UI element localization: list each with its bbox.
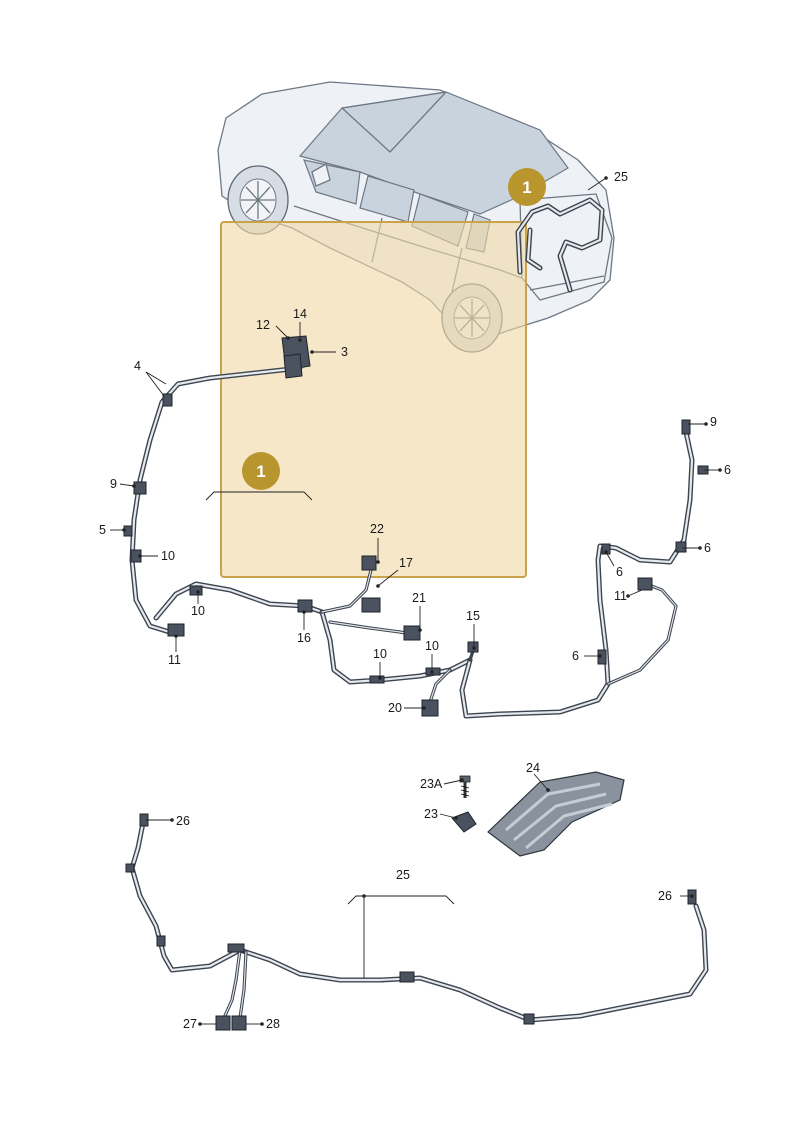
badge-car-label: 1 bbox=[522, 178, 531, 197]
callout-28: 28 bbox=[266, 1017, 280, 1031]
callout-11-left: 11 bbox=[168, 653, 181, 667]
callout-24: 24 bbox=[526, 761, 540, 775]
callout-20: 20 bbox=[388, 701, 402, 715]
highlight-box bbox=[220, 221, 527, 578]
callout-11-right: 11 bbox=[614, 589, 627, 603]
callout-4: 4 bbox=[134, 359, 141, 373]
callout-16: 16 bbox=[297, 631, 311, 645]
callout-3: 3 bbox=[341, 345, 348, 359]
callout-6-c: 6 bbox=[616, 565, 623, 579]
badge-car: 1 bbox=[508, 168, 546, 206]
callouts: 25 14 12 3 4 9 5 10 10 11 22 17 21 16 15… bbox=[99, 170, 731, 1031]
main-harness bbox=[129, 365, 695, 719]
callout-21: 21 bbox=[412, 591, 426, 605]
callout-10-a: 10 bbox=[161, 549, 175, 563]
callout-10-c: 10 bbox=[373, 647, 387, 661]
bottom-harness bbox=[129, 815, 709, 1023]
callout-10-d: 10 bbox=[425, 639, 439, 653]
callout-6-b: 6 bbox=[704, 541, 711, 555]
callout-25-bottom: 25 bbox=[396, 868, 410, 882]
callout-26-left: 26 bbox=[176, 814, 190, 828]
callout-14: 14 bbox=[293, 307, 307, 321]
callout-15: 15 bbox=[466, 609, 480, 623]
screw-part-23A bbox=[459, 775, 471, 798]
callout-9-left: 9 bbox=[110, 477, 117, 491]
badge-main-label: 1 bbox=[256, 462, 265, 481]
callout-23A: 23A bbox=[420, 777, 443, 791]
callout-6-a: 6 bbox=[724, 463, 731, 477]
callout-9-right: 9 bbox=[710, 415, 717, 429]
leader-lines bbox=[110, 176, 722, 1026]
badge-main: 1 bbox=[242, 452, 280, 490]
rear-harness-in-car bbox=[515, 197, 605, 293]
callout-27: 27 bbox=[183, 1017, 197, 1031]
callout-5: 5 bbox=[99, 523, 106, 537]
bottom-harness-connectors bbox=[125, 813, 697, 1031]
callout-12: 12 bbox=[256, 318, 270, 332]
callout-23: 23 bbox=[424, 807, 438, 821]
bracket-part-24 bbox=[487, 771, 625, 857]
callout-26-right: 26 bbox=[658, 889, 672, 903]
clip-part-23 bbox=[451, 811, 477, 833]
callout-6-d: 6 bbox=[572, 649, 579, 663]
callout-25-top: 25 bbox=[614, 170, 628, 184]
callout-10-b: 10 bbox=[191, 604, 205, 618]
callout-17: 17 bbox=[399, 556, 413, 570]
callout-22: 22 bbox=[370, 522, 384, 536]
